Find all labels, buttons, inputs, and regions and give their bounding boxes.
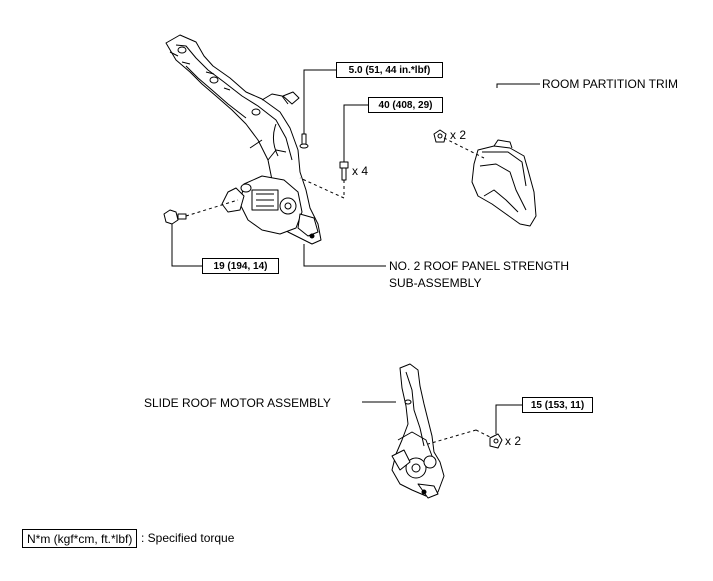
installation-lines [185,106,493,445]
legend-description: : Specified torque [141,531,235,545]
motor-screw-quantity: x 2 [505,434,522,448]
slide-roof-motor-label: SLIDE ROOF MOTOR ASSEMBLY [144,396,331,410]
roof-panel-strength-label-line2: SUB-ASSEMBLY [389,276,482,290]
room-partition-trim-drawing [433,129,537,227]
room-partition-trim-label: ROOM PARTITION TRIM [542,77,679,91]
roof-panel-strength-label-line1: NO. 2 ROOF PANEL STRENGTH [389,259,570,273]
legend-torque-units: N*m (kgf*cm, ft.*lbf) [22,529,138,548]
torque-box-15: 15 (153, 11) [522,397,593,413]
torque-box-5-0: 5.0 (51, 44 in.*lbf) [336,62,443,78]
leader-lines [171,69,540,434]
slide-roof-motor-drawing [391,363,503,499]
torque-box-40: 40 (408, 29) [368,97,443,113]
clip-quantity: x 2 [450,128,467,142]
roof-panel-strength-drawing [163,34,349,245]
bolt-quantity: x 4 [352,164,369,178]
torque-box-19: 19 (194, 14) [202,258,279,274]
